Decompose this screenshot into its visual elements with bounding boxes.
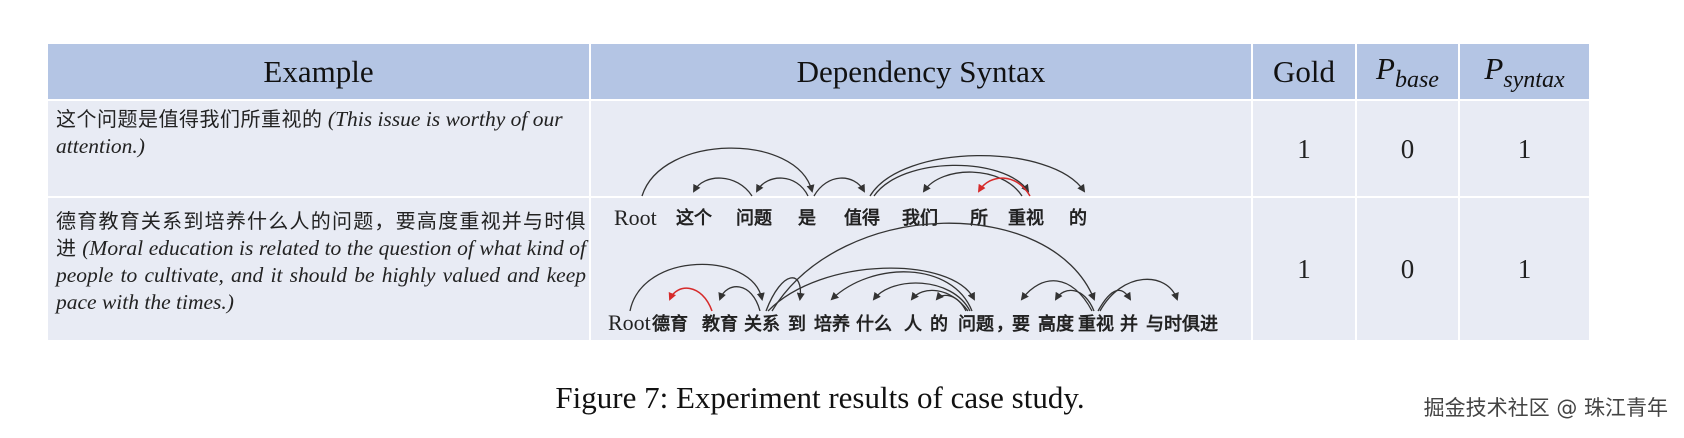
example-text-2: 德育教育关系到培养什么人的问题，要高度重视并与时俱进 (Moral educat… xyxy=(56,208,586,316)
watermark: 掘金技术社区 @ 珠江青年 xyxy=(1423,396,1668,420)
p-base-value: 0 xyxy=(1400,133,1415,164)
p-syntax-value: 1 xyxy=(1517,133,1532,164)
dependency-arcs-2 xyxy=(629,222,1179,312)
example-translation: (This issue is worthy of our attention.) xyxy=(56,107,563,158)
arc xyxy=(872,282,971,312)
example-chinese: 德育教育关系到培养什么人的问题，要高度重视并与时俱进 xyxy=(56,209,586,260)
gold-value: 1 xyxy=(1297,253,1311,284)
token: 问题 xyxy=(736,208,773,229)
token: 人 xyxy=(904,314,923,335)
header-row xyxy=(48,44,1589,100)
row-1-background xyxy=(48,101,1589,197)
header-gold: Gold xyxy=(1273,54,1335,89)
arc xyxy=(765,277,805,312)
arc xyxy=(1020,280,1093,312)
arc xyxy=(718,286,761,312)
token: 重视 xyxy=(1008,207,1044,229)
dependency-tokens-1: Root 这个 问题 是 值得 我们 所 重视 的 xyxy=(614,205,1087,230)
token: Root xyxy=(608,310,651,335)
token: 什么 xyxy=(856,313,892,335)
token: 并 xyxy=(1120,313,1138,335)
row-2-background xyxy=(48,198,1589,340)
token: 的 xyxy=(930,313,948,335)
token: 要 xyxy=(1012,314,1030,335)
header-dependency-syntax: Dependency Syntax xyxy=(796,54,1046,89)
arc xyxy=(771,222,1096,312)
gold-value: 1 xyxy=(1297,133,1311,164)
token: 与时俱进 xyxy=(1146,313,1218,335)
figure-caption: Figure 7: Experiment results of case stu… xyxy=(555,380,1085,415)
dependency-tokens-2: Root 德育 教育 关系 到 培养 什么 人 的 问题 ， 要 高度 重视 并… xyxy=(608,310,1218,335)
token: 德育 xyxy=(652,313,688,335)
arc xyxy=(1099,278,1179,312)
token: 培养 xyxy=(814,313,851,335)
token: 这个 xyxy=(676,207,713,229)
token: 所 xyxy=(970,208,988,229)
header-p-syntax: Psyntax xyxy=(1484,50,1565,93)
arc xyxy=(641,147,815,197)
token: 到 xyxy=(788,314,806,335)
arc xyxy=(767,267,975,312)
token: 关系 xyxy=(744,313,780,335)
case-study-table: Example Dependency Syntax Gold Pbase Psy… xyxy=(48,44,1589,340)
token: 重视 xyxy=(1078,313,1114,335)
error-arc xyxy=(668,287,713,312)
arc xyxy=(935,291,967,312)
arc xyxy=(629,263,765,312)
token: 教育 xyxy=(702,313,738,335)
arc xyxy=(922,171,1023,197)
dependency-diagrams: Root 这个 问题 是 值得 我们 所 重视 的 Root 德育 教育 关系 … xyxy=(608,147,1218,335)
token: 高度 xyxy=(1038,313,1075,335)
header-p-base: Pbase xyxy=(1376,50,1439,93)
arc xyxy=(693,177,753,197)
token: 我们 xyxy=(902,207,938,229)
p-syntax-value: 1 xyxy=(1517,253,1532,284)
arc xyxy=(813,177,865,197)
arc xyxy=(830,271,973,312)
token: 是 xyxy=(797,208,816,229)
token: ， xyxy=(996,314,1014,335)
token: 值得 xyxy=(844,207,880,229)
arc xyxy=(756,177,809,197)
dependency-arcs-1 xyxy=(641,147,1086,197)
column-divider xyxy=(589,44,591,340)
token: 的 xyxy=(1069,207,1087,229)
example-translation: (Moral education is related to the quest… xyxy=(56,236,587,314)
example-chinese: 这个问题是值得我们所重视的 xyxy=(56,107,323,131)
column-divider xyxy=(1355,44,1357,340)
arc xyxy=(1054,289,1095,312)
row-divider xyxy=(48,99,1589,101)
arc xyxy=(869,154,1086,197)
arc xyxy=(873,164,1030,197)
token: Root xyxy=(614,205,657,230)
token: 问题 xyxy=(958,314,995,335)
column-divider xyxy=(1251,44,1253,340)
header-example: Example xyxy=(263,54,374,89)
arc xyxy=(910,289,969,312)
p-base-value: 0 xyxy=(1400,253,1415,284)
column-divider xyxy=(1458,44,1460,340)
example-text-1: 这个问题是值得我们所重视的 (This issue is worthy of o… xyxy=(56,106,586,160)
row-divider xyxy=(48,196,1589,198)
error-arc xyxy=(977,177,1031,197)
